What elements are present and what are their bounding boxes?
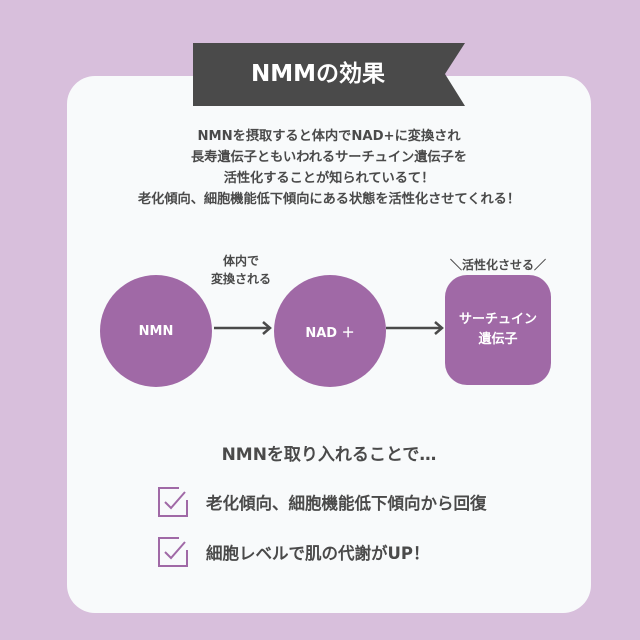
banner-ribbon-shape: [193, 43, 465, 106]
arrow-right-icon: [214, 321, 272, 335]
node-nad: NAD ＋: [274, 275, 386, 387]
title-banner: NMMの効果: [193, 43, 465, 106]
benefits-heading: NMNを取り入れることで…: [221, 445, 437, 465]
node-nmn: NMN: [100, 275, 212, 387]
benefit-item: 老化傾向、細胞機能低下傾向から回復: [157, 486, 487, 518]
checkbox-checked-icon: [158, 537, 188, 567]
conversion-label-line: 変換される: [210, 272, 271, 286]
node-sirtuin-line: サーチュイン: [458, 312, 537, 327]
checkbox-checked-icon: [158, 487, 188, 517]
conversion-label-line: 体内で: [222, 254, 259, 268]
arrow-right-icon: [386, 321, 444, 335]
activate-label: ＼活性化させる／: [449, 258, 546, 272]
benefit-text: 老化傾向、細胞機能低下傾向から回復: [206, 494, 487, 513]
node-sirtuin-gene: サーチュイン 遺伝子: [445, 275, 551, 385]
intro-line: NMNを摂取すると体内でNAD+に変換され: [197, 129, 461, 144]
intro-line: 長寿遺伝子ともいわれるサーチュイン遺伝子を: [190, 150, 467, 165]
conversion-label: 体内で 変換される: [196, 252, 286, 288]
benefit-text: 細胞レベルで肌の代謝がUP！: [206, 544, 430, 563]
node-sirtuin-line: 遺伝子: [478, 332, 518, 347]
intro-line: 活性化することが知られているて！: [223, 171, 435, 186]
benefit-item: 細胞レベルで肌の代謝がUP！: [157, 536, 430, 568]
page-title: NMMの効果: [250, 61, 386, 87]
intro-text: NMNを摂取すると体内でNAD+に変換され 長寿遺伝子ともいわれるサーチュイン遺…: [67, 126, 591, 210]
intro-line: 老化傾向、細胞機能低下傾向にある状態を活性化させてくれる！: [137, 192, 521, 207]
